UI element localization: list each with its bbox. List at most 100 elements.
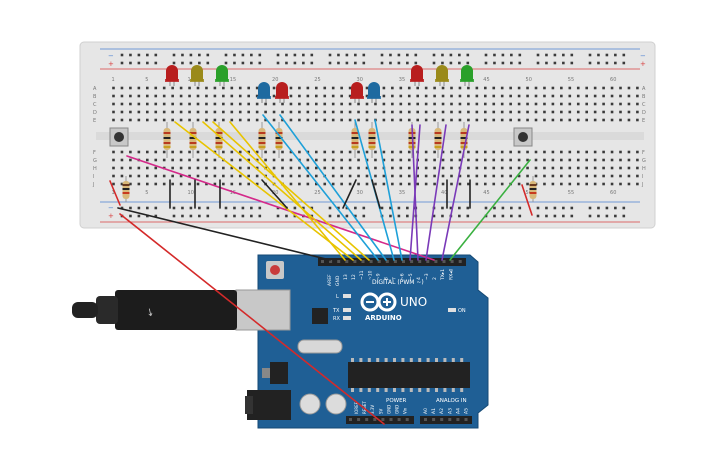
column-number: 5 (145, 77, 148, 83)
row-letter: B (93, 94, 97, 100)
wire (261, 179, 288, 209)
usb-port (235, 289, 291, 331)
capacitor (299, 393, 321, 415)
led (410, 65, 424, 86)
led-tx (343, 308, 351, 312)
usb-chip (312, 308, 328, 324)
resistor (163, 122, 171, 158)
led (350, 82, 364, 103)
wire (117, 207, 331, 261)
gnd-label: GND (335, 275, 341, 286)
row-letter: C (93, 102, 97, 108)
led (215, 65, 229, 86)
rail-marker: + (108, 212, 114, 220)
row-letter: F (642, 150, 645, 156)
power-pin-label: 5V (378, 408, 383, 414)
wire (212, 121, 370, 261)
row-letter: H (642, 166, 646, 172)
rail-marker: + (108, 60, 114, 68)
rail-marker: − (108, 204, 114, 212)
resistor (529, 176, 537, 202)
wire (174, 121, 354, 261)
column-number: 10 (188, 190, 194, 196)
wire (262, 114, 379, 261)
analog-label: ANALOG IN (436, 398, 467, 404)
led (275, 82, 289, 103)
analog-pin-label: A5 (464, 408, 470, 414)
row-letter: A (93, 86, 97, 92)
arduino-model: UNO (400, 295, 427, 309)
wire (202, 121, 362, 261)
pushbutton[interactable] (109, 127, 129, 147)
analog-pin-label: A4 (455, 408, 461, 414)
voltage-regulator (270, 362, 288, 384)
resistor (189, 122, 197, 158)
column-number: 55 (568, 77, 574, 83)
power-pin-label: RESET (362, 401, 367, 414)
row-letter: F (93, 150, 96, 156)
column-number: 15 (230, 77, 236, 83)
column-number: 35 (399, 77, 405, 83)
usb-cable: ⭏ (72, 290, 237, 330)
power-jack (247, 390, 291, 420)
resistor (258, 122, 266, 158)
row-letter: E (642, 118, 645, 124)
analog-pin-label: A3 (447, 408, 453, 414)
resistor (122, 176, 130, 202)
row-letter: J (92, 182, 94, 188)
row-letter: D (642, 110, 646, 116)
wire (229, 121, 346, 261)
column-number: 45 (483, 77, 489, 83)
column-number: 20 (272, 190, 278, 196)
led (367, 82, 381, 103)
resistor (351, 122, 359, 158)
digital-pin-label: ~9 (375, 273, 381, 280)
digital-pin-label: TX▸1 (440, 269, 446, 281)
digital-pin-label: ~11 (359, 270, 365, 280)
column-number: 15 (230, 190, 236, 196)
digital-header (318, 258, 466, 266)
row-letter: A (642, 86, 646, 92)
resistor (434, 122, 442, 158)
led-rx (343, 316, 351, 320)
breadboard-holes (112, 53, 639, 218)
analog-pin-label: A1 (431, 408, 437, 414)
led-on (448, 308, 456, 312)
rail-marker: + (640, 60, 646, 68)
analog-header (420, 416, 472, 424)
pushbutton[interactable] (513, 127, 533, 147)
led-rx-label: RX (333, 316, 340, 322)
led (165, 65, 179, 86)
led (460, 65, 474, 86)
power-pin-label: GND (395, 405, 400, 414)
column-number: 40 (441, 190, 447, 196)
row-letter: I (642, 174, 643, 180)
digital-pin-label: ~10 (367, 270, 373, 280)
wire (119, 213, 385, 425)
row-letter: G (93, 158, 97, 164)
wires (109, 114, 533, 425)
digital-pin-label: RX◂0 (448, 269, 454, 280)
rail-marker: − (108, 52, 114, 60)
on-label: ON (458, 308, 466, 314)
column-number: 60 (610, 190, 616, 196)
analog-pin-label: A2 (439, 408, 445, 414)
column-number: 50 (526, 77, 532, 83)
led (435, 65, 449, 86)
resistor (368, 122, 376, 158)
power-pin-label: GND (386, 405, 391, 414)
wire (441, 124, 470, 261)
digital-pin-label: ~6 (400, 273, 406, 280)
reset-button-cap[interactable] (270, 265, 280, 275)
digital-pin-label: ~3 (424, 273, 430, 280)
digital-pin-label: 8 (384, 277, 390, 280)
power-label: POWER (386, 398, 407, 404)
row-letter: E (93, 118, 96, 124)
digital-pin-label: ~5 (408, 273, 414, 280)
wire (109, 180, 121, 206)
power-pin-label: 3.3V (370, 405, 375, 414)
column-number: 30 (357, 77, 363, 83)
wire (371, 179, 381, 209)
